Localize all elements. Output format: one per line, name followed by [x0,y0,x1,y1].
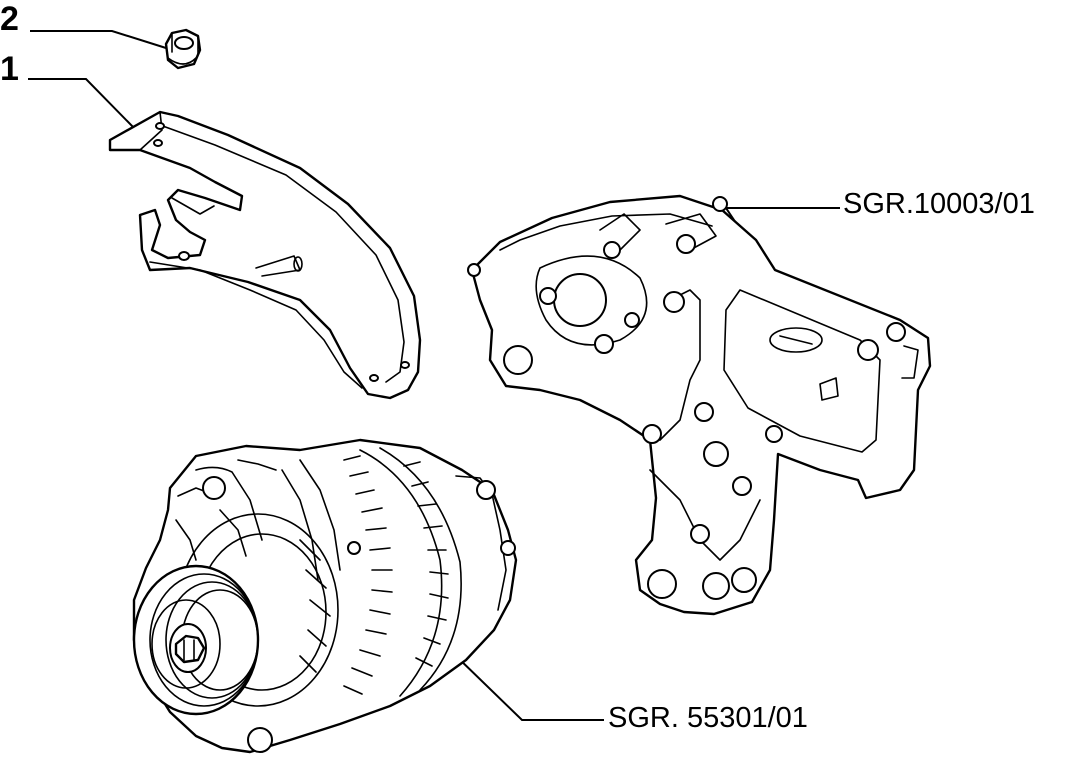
callout-number-2: 2 [0,0,19,38]
heat-shield-icon [108,110,422,400]
callout-1[interactable]: 1 [0,50,135,129]
leader-line-2 [30,30,167,49]
bracket-reference-label: SGR.10003/01 [843,188,1035,220]
alternator-icon [132,438,518,754]
callout-bracket-ref[interactable]: SGR.10003/01 [724,188,1035,269]
leader-line-1 [28,78,135,129]
leader-line-alternator [453,653,604,721]
callout-2[interactable]: 2 [0,0,167,49]
engine-mounting-bracket-icon [467,194,932,616]
alternator-reference-label: SGR. 55301/01 [608,702,808,734]
nut-icon [164,28,202,70]
callout-number-1: 1 [0,50,19,88]
callout-alternator-ref[interactable]: SGR. 55301/01 [453,653,808,734]
